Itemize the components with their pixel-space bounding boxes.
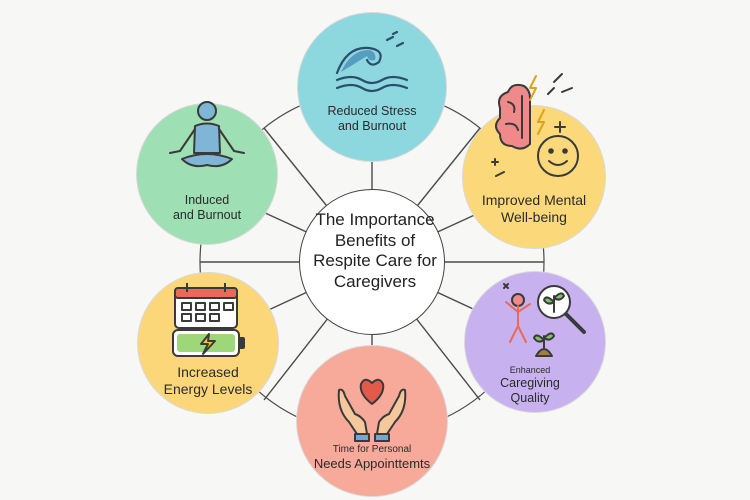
center-title: The Importance Benefits of Respite Care … xyxy=(300,210,450,293)
node-time-personal-label: Time for Personal Needs Appointtemts xyxy=(306,444,438,472)
title-line-2: Benefits of xyxy=(334,230,416,250)
label-line: Increased xyxy=(177,364,239,380)
node-improved-mental xyxy=(462,105,606,249)
label-line: Reduced Stress xyxy=(327,104,417,118)
label-line: Caregiving xyxy=(500,375,560,390)
node-improved-mental-label: Improved Mental Well-being xyxy=(470,192,598,226)
hands-heart-icon xyxy=(337,378,407,442)
title-line-1: The Importance xyxy=(315,210,435,229)
person-plant-magnifier-icon xyxy=(503,283,586,357)
node-reduced-stress xyxy=(297,12,447,162)
label-line: and Burnout xyxy=(337,119,407,133)
meditation-person-icon xyxy=(169,101,245,168)
brain-smiley-icon xyxy=(491,73,579,177)
node-time-personal xyxy=(296,345,448,497)
calendar-battery-icon xyxy=(172,283,245,357)
node-reduced-stress-label: Reduced Stress and Burnout xyxy=(307,104,437,134)
node-increased-energy-label: Increased Energy Levels xyxy=(147,364,269,398)
label-small: Enhanced xyxy=(509,365,551,375)
label-line: Quality xyxy=(510,390,550,405)
title-line-4: Caregivers xyxy=(333,272,417,292)
node-enhanced-caregiving-label: Enhanced Caregiving Quality xyxy=(474,365,586,406)
label-line: Improved Mental xyxy=(481,192,587,208)
label-line: Well-being xyxy=(501,208,567,225)
label-line: Induced xyxy=(184,193,230,207)
center-circle xyxy=(299,189,445,335)
wave-icon xyxy=(335,30,409,93)
label-line: Energy Levels xyxy=(163,380,253,397)
label-line: and Burnout xyxy=(172,208,242,222)
label-small: Time for Personal xyxy=(332,444,412,455)
label-line: Needs Appointtemts xyxy=(313,456,431,471)
node-enhanced-caregiving xyxy=(464,271,606,413)
title-line-3: Respite Care for xyxy=(313,251,437,271)
node-induced-burnout-label: Induced and Burnout xyxy=(147,193,267,223)
